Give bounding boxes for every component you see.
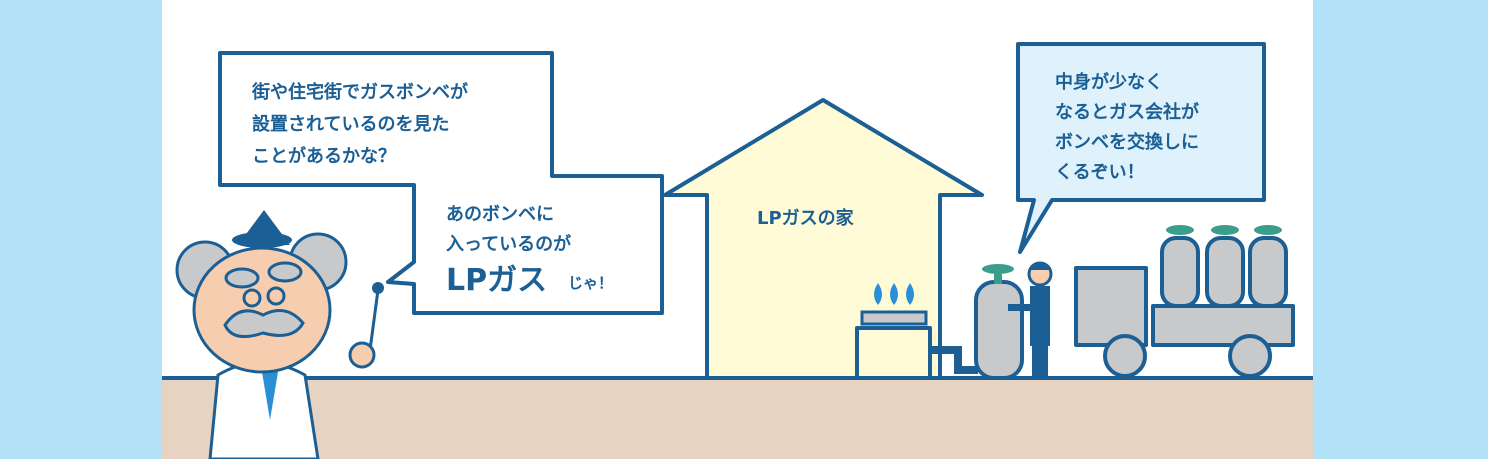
flame-icon — [874, 283, 914, 305]
delivery-truck — [1074, 225, 1295, 378]
speech-bubble-professor: 街や住宅街でガスボンベが 設置されているのを見た ことがあるかな？ あのボンベに… — [218, 51, 664, 315]
wheel-icon — [1103, 334, 1147, 378]
bubble-delivery-text: 中身が少なく なるとガス会社が ボンベを交換しに くるぞい！ — [1055, 71, 1205, 183]
bubble-answer-suffix: じゃ！ — [568, 274, 613, 292]
professor-character — [175, 210, 384, 459]
bubble-question-text: 街や住宅街でガスボンベが 設置されているのを見た ことがあるかな？ — [251, 81, 474, 167]
house: LPガスの家 — [663, 98, 984, 380]
ground — [162, 378, 1313, 459]
bubble-answer-text: あのボンベに 入っているのが — [446, 204, 571, 255]
gas-stove — [855, 283, 932, 380]
speech-bubble-delivery: 中身が少なく なるとガス会社が ボンベを交換しに くるぞい！ — [1016, 42, 1266, 254]
wheel-icon — [1228, 334, 1272, 378]
delivery-worker — [1008, 261, 1053, 378]
truck-cylinders — [1160, 225, 1288, 308]
house-label: LPガスの家 — [757, 207, 855, 229]
glasses-icon — [242, 288, 262, 308]
gas-pipe — [930, 346, 978, 374]
lp-gas-emphasis: LPガス — [446, 263, 547, 298]
pointer-stick — [368, 289, 380, 351]
valve-icon — [982, 264, 1014, 274]
